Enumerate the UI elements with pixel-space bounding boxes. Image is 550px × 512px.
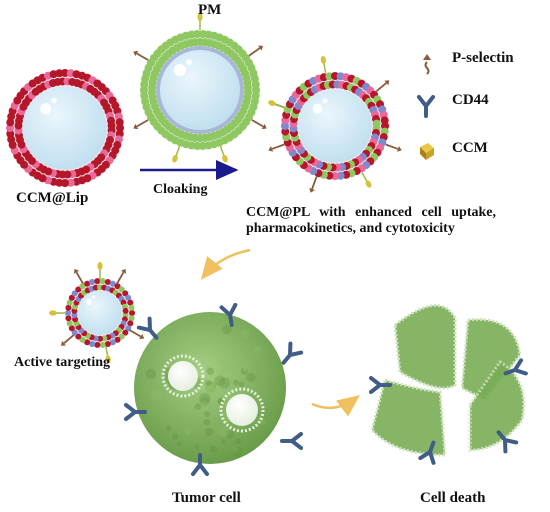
legend-cd44: CD44 — [438, 92, 489, 109]
legend-ccm: CCM — [438, 140, 488, 157]
platelet-membrane-vesicle — [133, 13, 266, 163]
p-selectin-icon — [423, 54, 431, 74]
dead-cell — [371, 306, 526, 463]
tumor-cell — [126, 305, 301, 474]
legend-ccm-label: CCM — [452, 140, 488, 157]
death-arrow — [312, 398, 356, 408]
cloaking-label: Cloaking — [153, 182, 207, 198]
tumor-cell-label: Tumor cell — [172, 490, 241, 507]
targeting-vesicle — [49, 262, 144, 364]
ccm-pl-caption: CCM@PL with enhanced cell uptake, pharma… — [246, 205, 496, 237]
legend-p-selectin: P-selectin — [438, 50, 514, 67]
ccm-lip-label: CCM@Lip — [16, 190, 88, 207]
pm-label: PM — [198, 2, 221, 19]
cell-death-label: Cell death — [420, 490, 485, 507]
cd44-icon — [419, 97, 433, 116]
legend-cd44-label: CD44 — [452, 92, 489, 109]
ccm-pl-hybrid-vesicle — [267, 56, 401, 193]
ccm-icon — [420, 143, 434, 160]
active-targeting-label: Active targeting — [14, 355, 110, 371]
ccm-liposome — [6, 69, 124, 187]
legend-p-selectin-label: P-selectin — [452, 50, 514, 67]
uptake-arrow — [204, 250, 250, 276]
